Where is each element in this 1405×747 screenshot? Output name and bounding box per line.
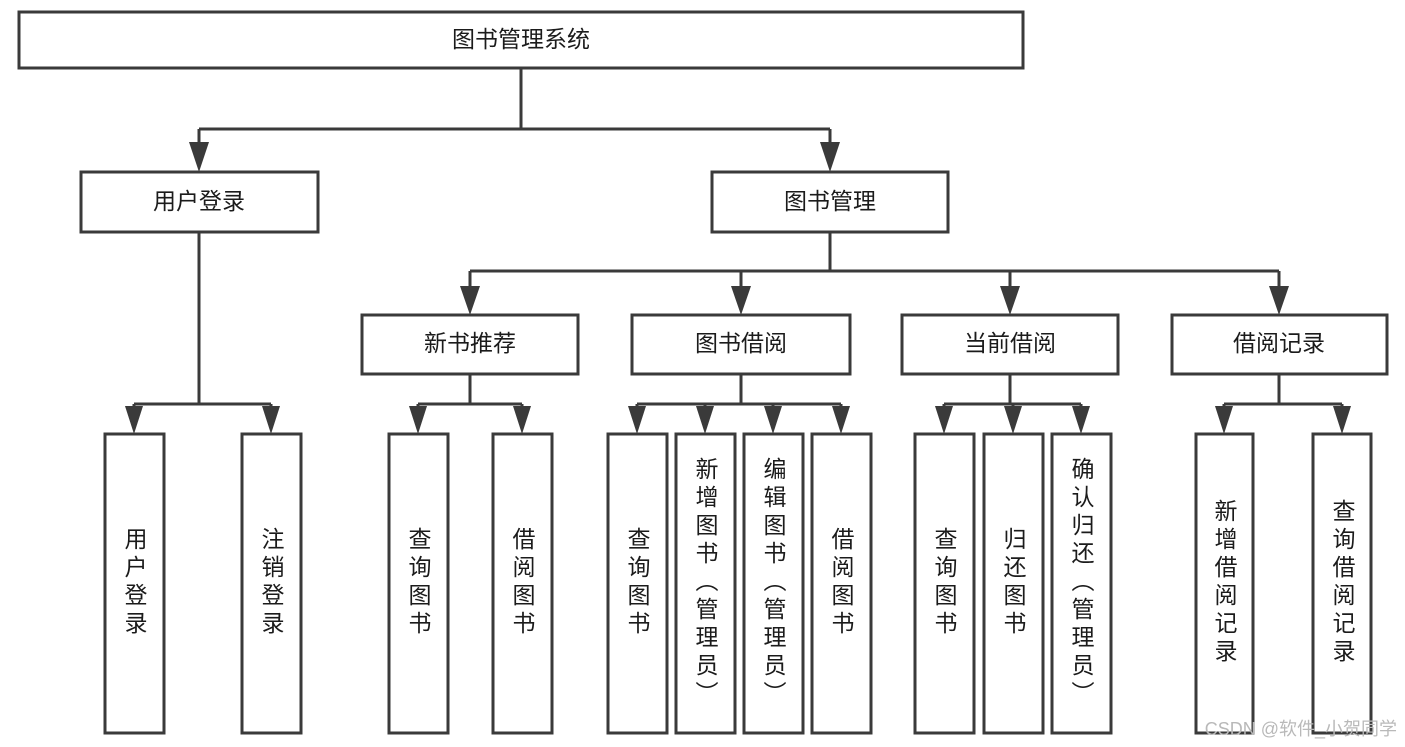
node-current-borrow-label: 当前借阅	[964, 330, 1056, 356]
node-book-management[interactable]: 图书管理	[710, 170, 950, 234]
arrow-head-user-login	[189, 142, 209, 172]
node-leaf-borrow-book-1-box[interactable]	[491, 432, 554, 735]
arrow-head-leaf-user-login	[125, 406, 143, 434]
node-borrow-record-box[interactable]	[1170, 313, 1389, 376]
arrow-head-current-borrow	[1000, 286, 1020, 315]
node-book-borrow-box[interactable]	[630, 313, 852, 376]
node-book-borrow[interactable]: 图书借阅	[630, 313, 852, 376]
node-leaf-add-record-label: 新增借阅记录	[1211, 499, 1238, 667]
node-leaf-user-login-label: 用户登录	[121, 527, 148, 639]
node-leaf-query-book-1[interactable]: 查询图书	[387, 432, 450, 735]
node-borrow-record[interactable]: 借阅记录	[1170, 313, 1389, 376]
node-leaf-add-book-box[interactable]	[674, 432, 737, 735]
node-leaf-user-login-box[interactable]	[103, 432, 166, 735]
arrow-head-leaf-query-book-1	[409, 406, 427, 434]
node-leaf-query-record-label: 查询借阅记录	[1329, 499, 1356, 667]
node-leaf-query-book-1-box[interactable]	[387, 432, 450, 735]
arrow-head-leaf-edit-book	[764, 406, 782, 434]
node-new-book-recommend-box[interactable]	[360, 313, 580, 376]
node-current-borrow-box[interactable]	[900, 313, 1120, 376]
node-leaf-borrow-book-1[interactable]: 借阅图书	[491, 432, 554, 735]
node-user-login-box[interactable]	[79, 170, 320, 234]
arrow-head-leaf-query-record	[1333, 406, 1351, 434]
node-book-management-box[interactable]	[710, 170, 950, 234]
node-leaf-borrow-book-2-box[interactable]	[810, 432, 873, 735]
node-leaf-edit-book[interactable]: 编辑图书（管理员）	[742, 432, 805, 735]
node-leaf-user-login[interactable]: 用户登录	[103, 432, 166, 735]
arrow-head-leaf-return-book	[1004, 406, 1022, 434]
node-new-book-recommend[interactable]: 新书推荐	[360, 313, 580, 376]
node-borrow-record-label: 借阅记录	[1233, 330, 1325, 356]
arrow-head-leaf-query-book-2	[628, 406, 646, 434]
arrow-head-book-borrow	[731, 286, 751, 315]
node-leaf-query-book-3[interactable]: 查询图书	[913, 432, 976, 735]
arrow-head-leaf-query-book-3	[935, 406, 953, 434]
node-user-login-label: 用户登录	[153, 188, 245, 214]
arrow-head-leaf-add-record	[1215, 406, 1233, 434]
node-leaf-query-book-2-label: 查询图书	[624, 527, 651, 639]
node-current-borrow[interactable]: 当前借阅	[900, 313, 1120, 376]
node-leaf-borrow-book-2-label: 借阅图书	[828, 527, 855, 639]
node-leaf-logout-login[interactable]: 注销登录	[240, 432, 303, 735]
node-leaf-edit-book-label: 编辑图书（管理员）	[760, 457, 787, 709]
node-leaf-query-book-3-label: 查询图书	[931, 527, 958, 639]
node-leaf-query-book-2-box[interactable]	[606, 432, 669, 735]
arrow-head-leaf-logout	[262, 406, 280, 434]
node-leaf-query-book-1-label: 查询图书	[405, 527, 432, 639]
node-leaf-edit-book-box[interactable]	[742, 432, 805, 735]
node-book-borrow-label: 图书借阅	[695, 330, 787, 356]
node-leaf-confirm-return[interactable]: 确认归还（管理员）	[1050, 432, 1113, 735]
node-root-system-box[interactable]	[17, 10, 1025, 70]
arrow-head-leaf-add-book	[696, 406, 714, 434]
node-leaf-add-book[interactable]: 新增图书（管理员）	[674, 432, 737, 735]
arrow-head-book-management	[820, 142, 840, 172]
node-leaf-return-book-box[interactable]	[982, 432, 1045, 735]
node-leaf-query-record[interactable]: 查询借阅记录	[1311, 432, 1373, 735]
arrow-head-new-book-recommend	[460, 286, 480, 315]
node-leaf-confirm-return-box[interactable]	[1050, 432, 1113, 735]
node-leaf-logout-login-box[interactable]	[240, 432, 303, 735]
arrow-head-leaf-borrow-book-2	[832, 406, 850, 434]
node-user-login[interactable]: 用户登录	[79, 170, 320, 234]
node-leaf-query-book-2[interactable]: 查询图书	[606, 432, 669, 735]
node-leaf-add-record[interactable]: 新增借阅记录	[1194, 432, 1255, 735]
node-leaf-query-book-3-box[interactable]	[913, 432, 976, 735]
node-leaf-logout-login-label: 注销登录	[258, 527, 285, 639]
node-leaf-return-book[interactable]: 归还图书	[982, 432, 1045, 735]
arrow-head-leaf-borrow-book-1	[513, 406, 531, 434]
connector-layer	[125, 68, 1351, 434]
node-leaf-add-record-box[interactable]	[1194, 432, 1255, 735]
node-new-book-recommend-label: 新书推荐	[424, 330, 516, 356]
node-root-system[interactable]: 图书管理系统	[17, 10, 1025, 70]
node-root-system-label: 图书管理系统	[452, 26, 590, 52]
node-leaf-return-book-label: 归还图书	[1000, 527, 1027, 639]
node-leaf-borrow-book-2[interactable]: 借阅图书	[810, 432, 873, 735]
arrow-head-borrow-record	[1269, 286, 1289, 315]
arrow-head-leaf-confirm-return	[1072, 406, 1090, 434]
node-leaf-confirm-return-label: 确认归还（管理员）	[1068, 457, 1095, 709]
node-book-management-label: 图书管理	[784, 188, 876, 214]
node-leaf-borrow-book-1-label: 借阅图书	[509, 527, 536, 639]
node-leaf-query-record-box[interactable]	[1311, 432, 1373, 735]
node-leaf-add-book-label: 新增图书（管理员）	[692, 457, 719, 709]
